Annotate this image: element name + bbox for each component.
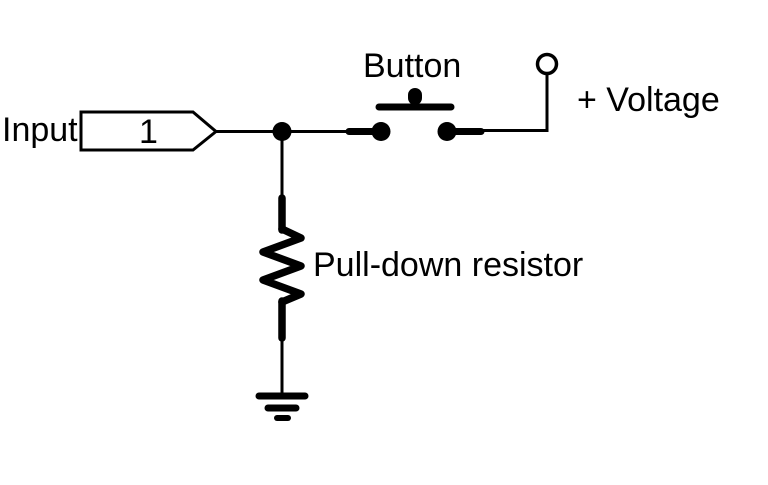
voltage-terminal-icon [479,52,559,132]
pushbutton-left-terminal [371,122,391,141]
resistor-zigzag [259,225,305,306]
pushbutton-knob [408,88,422,105]
ground-icon [255,392,309,421]
resistor-zigzag-icon [259,131,305,396]
voltage-label: + Voltage [577,81,720,119]
input-pin-tag-icon [79,110,219,152]
pin-number-label: 1 [139,113,158,151]
resistor-label: Pull-down resistor [313,246,584,284]
input-label: Input [2,111,78,149]
button-label: Button [363,47,462,85]
pushbutton-right-terminal [437,122,457,141]
voltage-open-terminal [535,52,559,76]
pushbutton-icon [345,88,485,141]
